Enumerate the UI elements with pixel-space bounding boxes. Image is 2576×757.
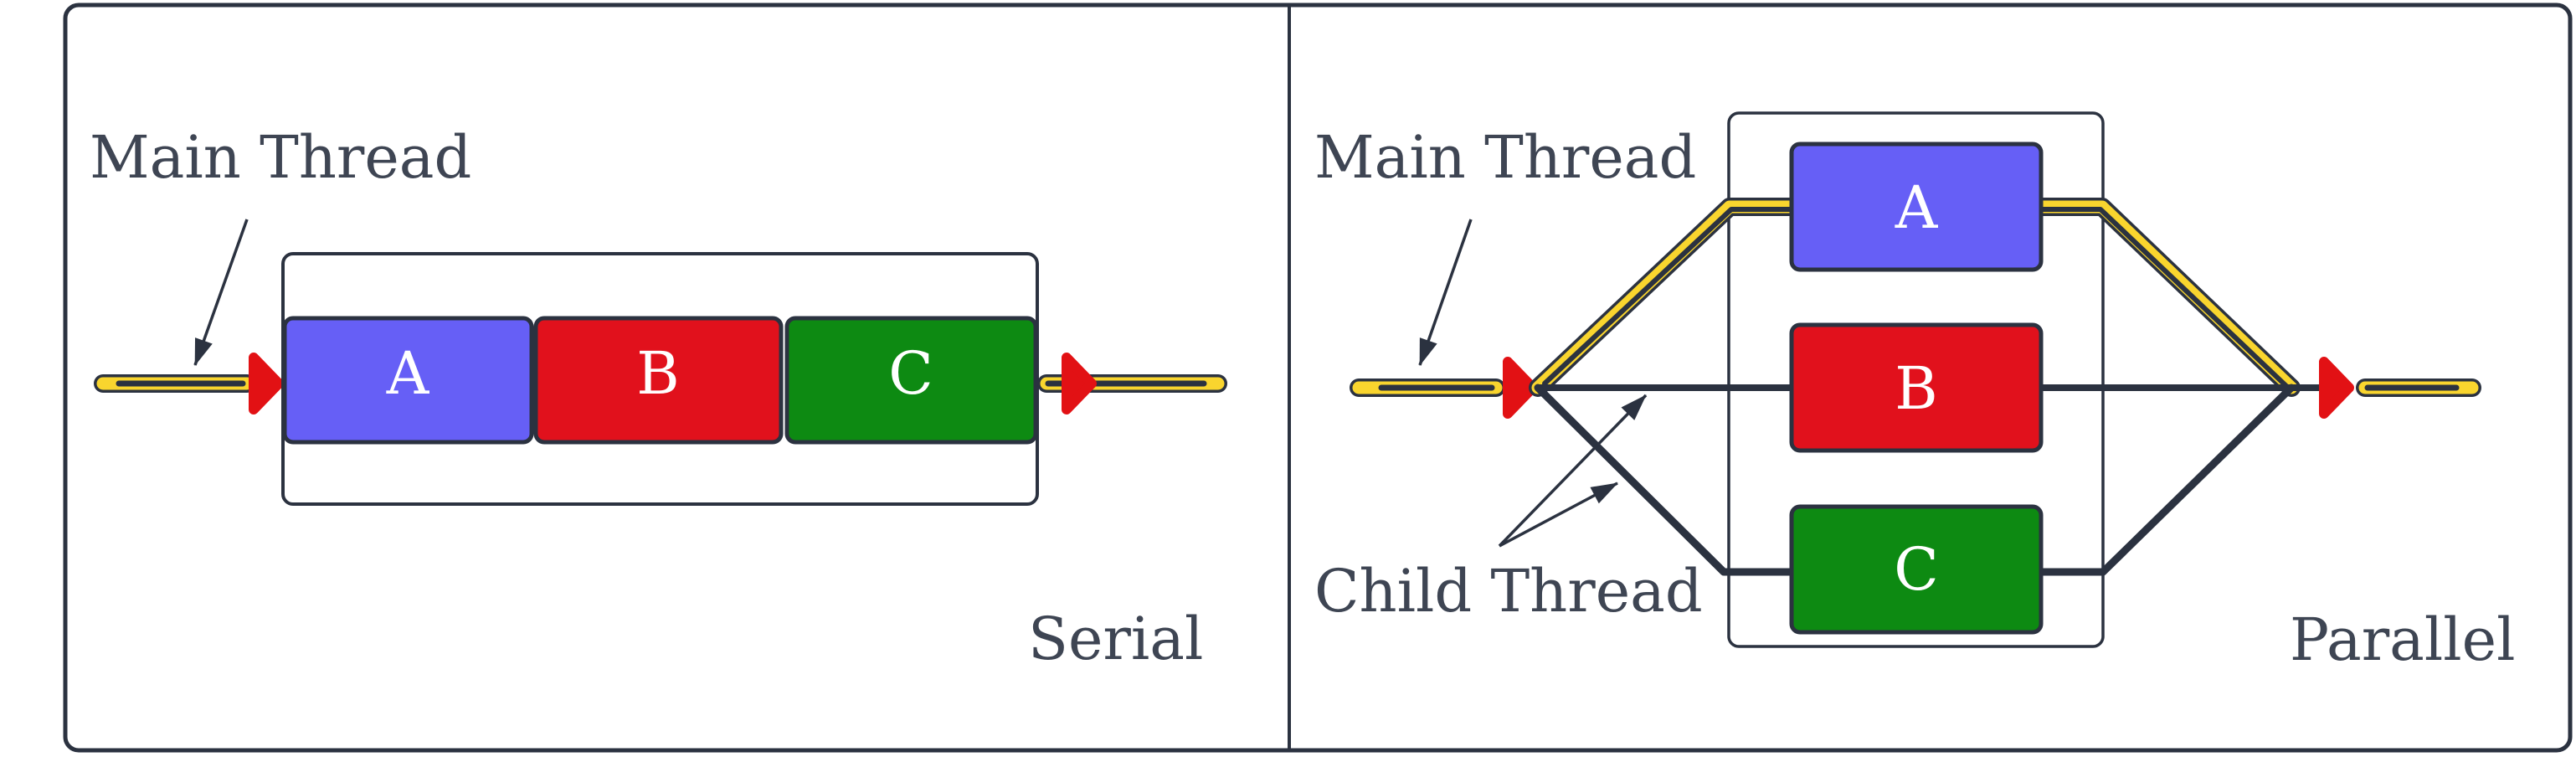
serial-left-red-arrowhead [249,353,284,415]
parallel-panel: Main Thread A B C [1314,111,2515,674]
parallel-join-red-arrowhead [2319,357,2354,419]
child-thread-pointer-arrow-2 [1499,481,1618,548]
parallel-main-thread-label: Main Thread [1314,123,1696,192]
serial-task-label-a: A [386,339,430,408]
parallel-task-label-b: B [1895,354,1937,423]
child-thread-pointer-arrow-1 [1498,394,1648,548]
parallel-task-label-a: A [1895,173,1939,242]
parallel-task-label-c: C [1894,535,1939,604]
parallel-task-box-c [1789,504,2044,635]
child-thread-label: Child Thread [1314,557,1703,626]
serial-panel: Main Thread A B C Serial [90,123,1227,673]
serial-right-red-arrowhead [1062,353,1097,415]
serial-task-label-b: B [636,339,679,408]
serial-task-label-c: C [888,339,933,408]
parallel-caption: Parallel [2290,605,2515,674]
serial-caption: Serial [1028,605,1203,673]
parallel-fork-red-arrowhead [1503,357,1538,419]
serial-task-box-c [784,316,1038,445]
serial-task-box-b [533,316,784,445]
serial-task-box-a [282,316,534,445]
serial-main-thread-pointer-arrow [193,219,249,366]
serial-main-thread-label: Main Thread [90,123,471,192]
parallel-main-thread-pointer-arrow [1418,219,1473,366]
parallel-task-box-b [1789,322,2044,453]
parallel-task-box-a [1789,142,2044,272]
